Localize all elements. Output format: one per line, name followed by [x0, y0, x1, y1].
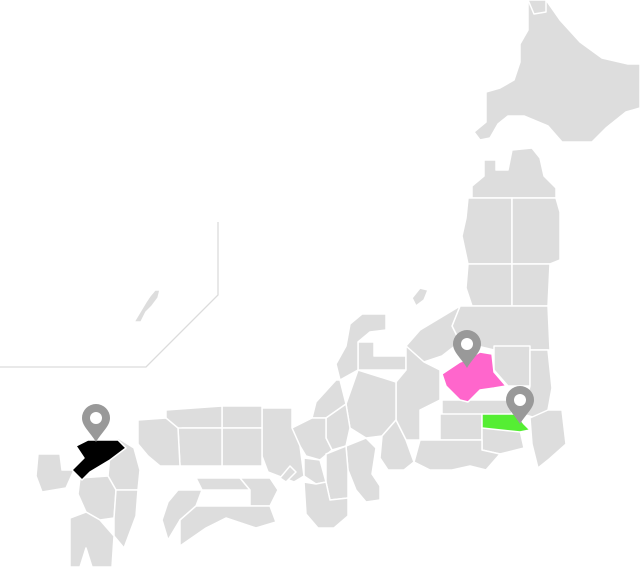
pin-hole — [90, 412, 102, 424]
pref-iwate[interactable] — [511, 197, 561, 265]
pin-hole — [461, 338, 473, 350]
pref-okinawa[interactable] — [133, 289, 161, 323]
pref-hiroshima[interactable] — [177, 427, 223, 467]
pref-kumamoto[interactable] — [77, 475, 117, 521]
pref-kagoshima[interactable] — [69, 511, 115, 567]
map-pin-icon[interactable] — [82, 404, 110, 442]
highlighted-prefectures — [71, 351, 531, 481]
pref-yamanashi[interactable] — [439, 413, 483, 441]
pref-tottori[interactable] — [221, 405, 263, 429]
pin-hole — [514, 394, 526, 406]
pref-ishikawa[interactable] — [335, 313, 387, 381]
pref-tokushima[interactable] — [239, 477, 279, 507]
pref-awaji[interactable] — [279, 465, 297, 483]
pref-aichi[interactable] — [379, 419, 415, 471]
pref-okayama[interactable] — [221, 427, 263, 467]
pref-wakayama[interactable] — [303, 481, 349, 529]
okinawa-islands — [133, 289, 161, 323]
pref-kochi[interactable] — [179, 505, 277, 547]
pref-miyagi[interactable] — [511, 263, 551, 307]
pref-sado-island[interactable] — [411, 287, 429, 307]
pref-osaka[interactable] — [303, 457, 327, 485]
pref-yamagata[interactable] — [465, 263, 513, 307]
pref-saga-fukuoka[interactable] — [71, 439, 127, 481]
pref-chiba[interactable] — [529, 409, 567, 469]
map-pin-icon[interactable] — [506, 386, 534, 424]
pref-hokkaido-north-cape[interactable] — [527, 0, 547, 15]
pref-akita[interactable] — [461, 197, 513, 265]
pref-miyazaki[interactable] — [113, 489, 139, 549]
pref-yamaguchi[interactable] — [137, 417, 181, 467]
pref-shizuoka[interactable] — [413, 439, 501, 471]
map-markers — [82, 330, 534, 442]
pref-ehime[interactable] — [161, 489, 203, 541]
pref-hyogo[interactable] — [261, 407, 305, 483]
pref-kyoto[interactable] — [291, 417, 333, 461]
map-pin-icon[interactable] — [453, 330, 481, 368]
pref-hokkaido[interactable] — [473, 0, 641, 143]
pref-toyama[interactable] — [357, 341, 407, 371]
prefectures — [35, 0, 641, 567]
pref-nagasaki[interactable] — [35, 453, 75, 493]
pref-aomori[interactable] — [471, 147, 557, 199]
okinawa-inset-border — [0, 222, 219, 368]
pref-nara[interactable] — [325, 445, 349, 501]
pref-niigata[interactable] — [405, 305, 461, 363]
pref-mie[interactable] — [345, 437, 381, 503]
